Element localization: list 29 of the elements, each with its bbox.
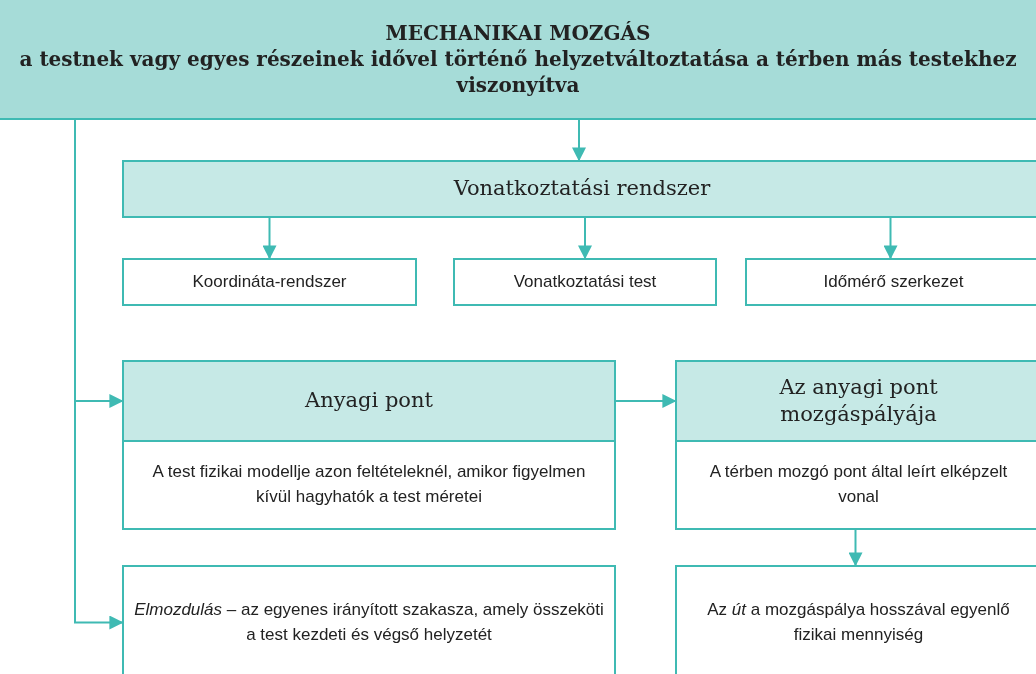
- arrow: [262, 217, 277, 260]
- text-box: [122, 440, 616, 530]
- text-box: [745, 258, 1036, 306]
- title-box: [0, 0, 1036, 120]
- heading: Az anyagi pont mozgáspályája: [778, 373, 939, 428]
- description: Elmozdulás – az egyenes irányított szakasza, amely összeköti a test kezdeti és végső helyzetét: [134, 598, 604, 646]
- heading: Vonatkoztatási rendszer: [453, 175, 711, 203]
- arrow: [883, 217, 898, 260]
- text-box: [675, 440, 1036, 530]
- description: Az út a mozgáspálya hosszával egyenlő fizikai mennyiség: [706, 598, 1011, 646]
- description: Koordináta-rendszer: [192, 270, 347, 293]
- arrow: [572, 119, 586, 162]
- text-box: [453, 258, 717, 306]
- title: MECHANIKAI MOZGÁS: [385, 20, 651, 46]
- text-box: [675, 565, 1036, 674]
- description: A térben mozgó pont által leírt elképzelt vonal: [708, 461, 1009, 508]
- text-box: [122, 565, 616, 674]
- arrow: [578, 217, 592, 260]
- header-box: [675, 360, 1036, 442]
- text-box: [122, 258, 417, 306]
- description: Vonatkoztatási test: [513, 270, 657, 293]
- definition: a testnek vagy egyes részeinek idővel történő helyzetváltoztatása a térben más testekhez viszonyítva: [18, 46, 1018, 98]
- arrow: [848, 529, 863, 567]
- header-box: [122, 160, 1036, 218]
- arrow: [615, 394, 677, 408]
- description: A test fizikai modellje azon feltételeknél, amikor figyelmen kívül hagyhatók a test méretei: [151, 461, 587, 508]
- description: Időmérő szerkezet: [823, 270, 964, 293]
- header-box: [122, 360, 616, 442]
- heading: Anyagi pont: [305, 387, 433, 415]
